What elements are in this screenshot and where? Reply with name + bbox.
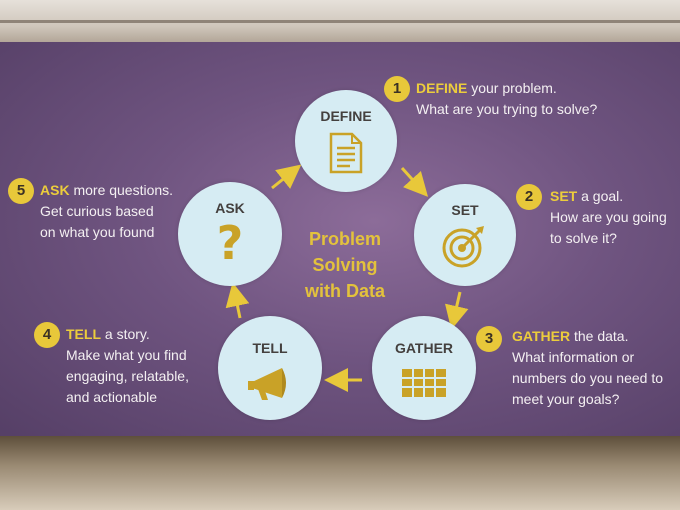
projection-screen: DEFINE SET GATHER (0, 42, 680, 440)
document-icon (329, 132, 363, 174)
step-2-note: SET a goal. How are you going to solve i… (550, 186, 667, 249)
cycle-arrows (225, 164, 469, 392)
gather-circle: GATHER (372, 316, 476, 420)
step-2-line-3: to solve it? (550, 230, 617, 246)
step-2-rest: a goal. (577, 188, 624, 204)
step-4-rest: a story. (101, 326, 150, 342)
step-1-line-2: What are you trying to solve? (416, 101, 598, 117)
arrow-set-to-gather (445, 291, 469, 330)
center-title: Problem Solving with Data (280, 226, 410, 304)
step-3-line-2: What information or (512, 349, 635, 365)
step-5-line-3: on what you found (40, 224, 155, 240)
step-3-number: 3 (476, 326, 502, 352)
step-4-line-4: and actionable (66, 389, 158, 405)
arrow-define-to-set (400, 166, 429, 197)
step-3-keyword: GATHER (512, 328, 571, 344)
step-5-rest: more questions. (69, 182, 174, 198)
step-1-keyword: DEFINE (416, 80, 468, 96)
step-5-number: 5 (8, 178, 34, 204)
ceiling (0, 0, 680, 48)
step-2-keyword: SET (550, 188, 578, 204)
set-circle-label: SET (451, 202, 479, 218)
set-circle: SET (414, 184, 516, 286)
tell-circle-label: TELL (252, 340, 288, 356)
step-5-line-2: Get curious based (40, 203, 154, 219)
question-mark-icon: ? (216, 216, 244, 270)
step-5-note: ASK more questions. Get curious based on… (40, 180, 173, 243)
table-icon (402, 369, 446, 397)
target-icon (442, 226, 484, 268)
tell-circle: TELL (218, 316, 322, 420)
step-2-line-2: How are you going (550, 209, 667, 225)
ceiling-beam (0, 20, 680, 23)
arrow-tell-to-ask (225, 282, 250, 319)
center-title-line-3: with Data (304, 281, 385, 301)
center-title-line-1: Problem (308, 229, 382, 249)
define-circle-label: DEFINE (320, 108, 372, 124)
ask-circle: ASK ? (178, 182, 282, 286)
step-4-number: 4 (34, 322, 60, 348)
step-4-note: TELL a story. Make what you find engagin… (66, 324, 189, 408)
step-4-line-2: Make what you find (66, 347, 187, 363)
step-3-line-3: numbers do you need to (512, 370, 663, 386)
step-5-keyword: ASK (40, 182, 70, 198)
room-floor (0, 436, 680, 510)
step-3-note: GATHER the data. What information or num… (512, 326, 663, 410)
megaphone-icon (248, 368, 286, 400)
step-1-number: 1 (384, 76, 410, 102)
step-4-line-3: engaging, relatable, (66, 368, 189, 384)
arrow-ask-to-define (271, 164, 302, 190)
ask-circle-label: ASK (215, 200, 245, 216)
step-2-number: 2 (516, 184, 542, 210)
define-circle: DEFINE (295, 90, 397, 192)
step-4-keyword: TELL (66, 326, 101, 342)
step-3-line-4: meet your goals? (512, 391, 620, 407)
center-title-line-2: Solving (312, 255, 378, 275)
step-1-rest: your problem. (467, 80, 557, 96)
step-3-rest: the data. (570, 328, 629, 344)
gather-circle-label: GATHER (394, 340, 454, 356)
step-1-note: DEFINE your problem. What are you trying… (416, 78, 597, 120)
